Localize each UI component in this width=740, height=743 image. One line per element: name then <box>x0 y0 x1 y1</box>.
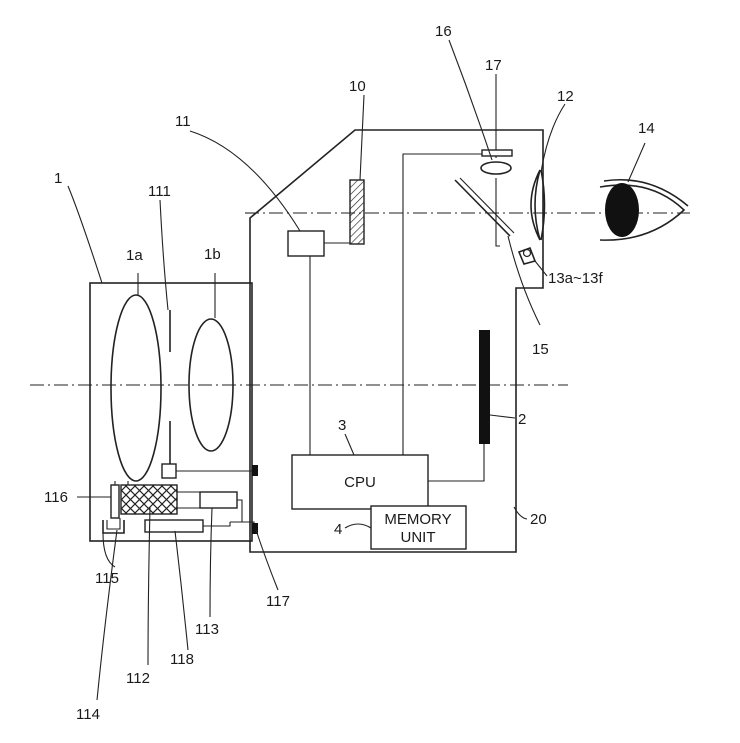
eyepiece-lens-12 <box>530 169 541 241</box>
eye-14 <box>599 178 689 241</box>
memory-label-line1: MEMORY <box>384 511 451 528</box>
camera-body-outline <box>249 129 544 553</box>
lens-1b <box>188 318 234 452</box>
contact-lower <box>252 523 258 534</box>
image-sensor-2 <box>479 330 490 444</box>
part-114 <box>106 518 121 530</box>
encoder-118 <box>144 519 204 533</box>
motor-113 <box>199 491 238 509</box>
lens-unit-outline <box>89 282 253 542</box>
label-1b: 1b <box>204 246 221 263</box>
display-10 <box>349 179 365 245</box>
label-116: 116 <box>44 489 68 506</box>
label-117: 117 <box>266 593 290 610</box>
lens-16 <box>480 161 512 175</box>
label-118: 118 <box>170 651 194 668</box>
stopper-115 <box>102 520 125 534</box>
label-10: 10 <box>349 78 366 95</box>
label-20: 20 <box>530 511 547 528</box>
cpu-block <box>291 454 429 510</box>
label-14: 14 <box>638 120 655 137</box>
lead-screw-112 <box>120 484 178 515</box>
label-12: 12 <box>557 88 574 105</box>
label-17: 17 <box>485 57 502 74</box>
guide-116 <box>110 484 120 519</box>
label-3: 3 <box>338 417 346 434</box>
leader-lines <box>67 39 646 701</box>
memory-unit-block <box>370 505 467 550</box>
label-2: 2 <box>518 411 526 428</box>
memory-label-line2: UNIT <box>401 529 436 546</box>
contact-upper <box>252 465 258 476</box>
label-112: 112 <box>126 670 150 687</box>
label-11: 11 <box>175 113 191 130</box>
block-11 <box>287 230 325 257</box>
label-113: 113 <box>195 621 219 638</box>
lens-1a <box>110 294 162 482</box>
label-16: 16 <box>435 23 452 40</box>
label-1a: 1a <box>126 247 143 264</box>
beam-splitter-15 <box>454 179 511 237</box>
cpu-label: CPU <box>344 474 376 491</box>
label-115: 115 <box>95 570 119 587</box>
position-sensor-box <box>161 463 177 479</box>
label-114: 114 <box>76 706 100 723</box>
label-1: 1 <box>54 170 62 187</box>
label-15: 15 <box>532 341 549 358</box>
element-17 <box>481 149 513 157</box>
label-111: 111 <box>148 183 171 200</box>
label-4: 4 <box>334 521 342 538</box>
label-13a-13f: 13a~13f <box>548 270 603 287</box>
